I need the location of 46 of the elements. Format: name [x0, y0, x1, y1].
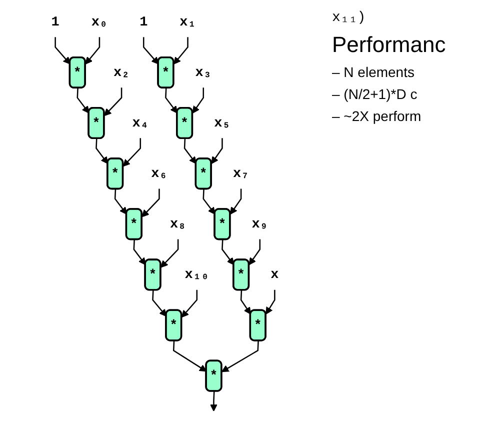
- arrow: [160, 239, 179, 268]
- arrow: [96, 138, 108, 164]
- arrow: [173, 37, 188, 64]
- arrow: [222, 240, 234, 266]
- arrow: [172, 340, 207, 372]
- arrow: [248, 239, 261, 266]
- bullet-heading: Performanc: [332, 32, 447, 58]
- arrow: [240, 290, 251, 314]
- node-text: x₈: [170, 216, 186, 232]
- node-text: x₆: [151, 166, 168, 182]
- node-text: x: [270, 267, 279, 282]
- arrow: [192, 88, 204, 114]
- arrow: [133, 240, 146, 266]
- arrow: [54, 37, 70, 64]
- arrow: [184, 138, 196, 164]
- arrow: [181, 290, 198, 318]
- bullet-point: – N elements: [332, 64, 416, 80]
- bullet-point: – ~2X perform: [332, 108, 422, 124]
- arrow: [152, 290, 167, 317]
- bullet-point: – (N/2+1)*D c: [332, 86, 418, 102]
- node-text: x₂: [113, 64, 130, 80]
- formula-text: x₁₁): [332, 10, 367, 26]
- arrow: [266, 290, 276, 314]
- arrow: [165, 88, 178, 114]
- arrow: [104, 88, 122, 116]
- node-text: x₅: [214, 115, 230, 131]
- node-text: x₇: [232, 166, 250, 182]
- arrow: [114, 189, 127, 215]
- arrow: [142, 37, 159, 64]
- arrow: [210, 391, 218, 412]
- node-text: x₉: [252, 216, 268, 232]
- node-text: 1: [51, 14, 60, 30]
- node-text: x₀: [91, 14, 108, 30]
- arrow: [211, 138, 223, 164]
- arrow: [76, 88, 90, 114]
- arrow: [230, 188, 242, 215]
- node-text: x₃: [195, 64, 212, 80]
- node-text: 1: [140, 14, 148, 30]
- node-text: x₁: [180, 14, 196, 30]
- node-text: x₄: [132, 115, 148, 131]
- arrow: [202, 189, 216, 215]
- arrow: [85, 37, 100, 64]
- arrow: [122, 138, 142, 167]
- arrow: [142, 188, 160, 218]
- arrow: [221, 340, 259, 372]
- node-text: x₁₀: [184, 267, 210, 282]
